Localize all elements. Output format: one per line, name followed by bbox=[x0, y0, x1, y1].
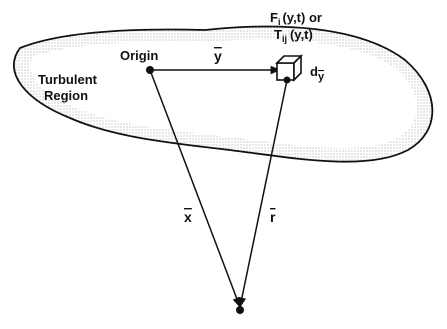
volume-element-label: dy bbox=[310, 64, 325, 83]
vector-x-arrow bbox=[149, 69, 241, 308]
volume-element-cube bbox=[275, 54, 303, 82]
region-label-line2: Region bbox=[44, 88, 88, 103]
source-point bbox=[283, 76, 291, 84]
observer-point bbox=[236, 306, 244, 314]
vector-x-label: x bbox=[184, 209, 192, 225]
origin-point bbox=[146, 66, 154, 74]
region-label-line1: Turbulent bbox=[38, 72, 98, 87]
turbulent-region-outline bbox=[13, 26, 433, 162]
vector-y-label: y bbox=[214, 48, 222, 64]
origin-label: Origin bbox=[120, 48, 158, 63]
turbulent-region-border bbox=[13, 25, 434, 163]
tensor-label: Tij(y,t) bbox=[274, 27, 313, 44]
vector-r-arrow bbox=[237, 79, 288, 309]
vector-r-label: r bbox=[270, 209, 276, 225]
force-label: Fi(y,t) or bbox=[270, 10, 322, 27]
